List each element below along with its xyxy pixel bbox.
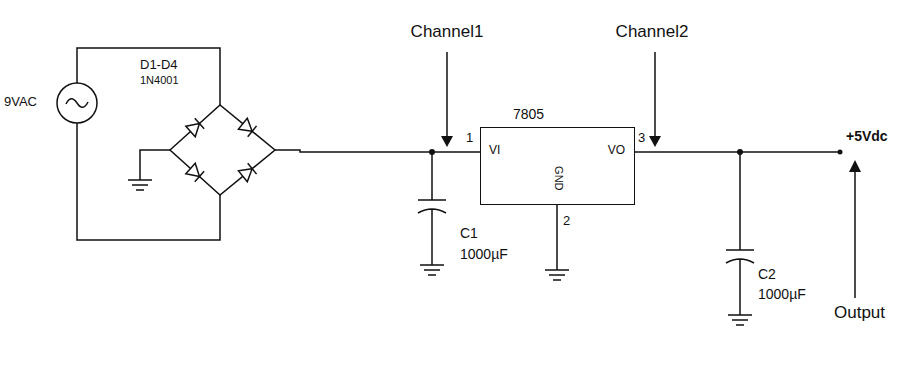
component-value: 1000µF	[758, 286, 806, 302]
junction-dot	[737, 149, 743, 155]
arrowhead	[441, 136, 453, 147]
part-number: 1N4001	[140, 74, 179, 87]
ground-symbol	[128, 180, 152, 190]
arrowhead	[649, 136, 661, 147]
ground-symbol	[420, 265, 444, 275]
component-label: C1	[460, 225, 478, 241]
junction-dot	[429, 149, 435, 155]
probe-arrow	[446, 52, 448, 140]
probe-label: Channel1	[411, 22, 484, 42]
regulator-box: 7805VIVOGND	[480, 127, 635, 205]
diode-symbol	[238, 118, 256, 136]
pin-number: 1	[466, 131, 473, 146]
part-name: 7805	[513, 106, 544, 122]
wire	[275, 150, 480, 152]
output-voltage: +5Vdc	[846, 128, 888, 144]
wire	[77, 123, 220, 240]
ac-source-symbol	[57, 83, 97, 123]
wire	[77, 48, 220, 105]
pin-number: 2	[563, 214, 570, 229]
output-label: Output	[834, 303, 885, 323]
pin-name: VO	[608, 144, 625, 158]
part-name: D1-D4	[140, 58, 178, 73]
arrowhead	[849, 160, 861, 172]
diode-symbol	[238, 163, 256, 181]
pin-name: VI	[489, 144, 500, 158]
probe-label: Channel2	[616, 22, 689, 42]
wire	[556, 205, 558, 270]
source-label: 9VAC	[4, 95, 37, 110]
wire	[140, 150, 170, 180]
output-arrow	[854, 170, 856, 298]
sine-symbol	[66, 99, 88, 108]
terminal-dot	[838, 150, 843, 155]
diode-symbol	[186, 163, 204, 181]
bridge-rectifier	[170, 105, 275, 195]
ground-symbol	[545, 270, 569, 280]
capacitor-symbol	[726, 152, 754, 315]
pin-number: 3	[638, 131, 645, 146]
probe-arrow	[654, 52, 656, 140]
ground-symbol	[728, 315, 752, 325]
component-value: 1000µF	[460, 246, 508, 262]
capacitor-symbol	[418, 152, 446, 265]
component-label: C2	[758, 266, 776, 282]
diode-symbol	[186, 118, 204, 136]
pin-name: GND	[552, 166, 565, 190]
